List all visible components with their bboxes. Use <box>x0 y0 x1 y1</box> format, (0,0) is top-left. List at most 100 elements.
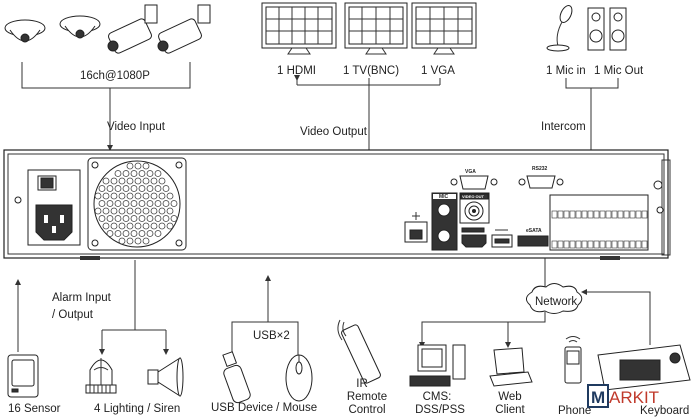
ir-label-line1: IR <box>356 378 368 390</box>
fan-hole <box>146 215 154 222</box>
terminal-screw <box>575 210 582 219</box>
fan-hole <box>122 200 130 207</box>
fan-hole <box>122 215 130 222</box>
network-cloud-icon <box>526 283 583 314</box>
video-output-label: Video Output <box>300 126 368 138</box>
vga-port-label: VGA <box>465 169 476 175</box>
fan-hole <box>138 230 146 237</box>
terminal-screw <box>605 210 612 219</box>
network-client-bracket <box>421 312 546 342</box>
terminal-screw <box>599 240 606 249</box>
fan-hole <box>106 185 114 192</box>
phone-label: Phone <box>558 405 591 417</box>
fan-hole <box>158 207 166 215</box>
video-output-bracket <box>297 78 441 86</box>
cms-label-line1: CMS: <box>423 391 452 403</box>
terminal-screw <box>557 240 564 249</box>
ir-remote-icon <box>337 319 381 384</box>
usb-bracket <box>231 321 299 355</box>
terminal-screw <box>551 210 558 219</box>
terminal-screw <box>623 210 630 219</box>
fan-hole <box>154 200 162 207</box>
fan-hole <box>166 222 174 230</box>
esata-port-label: eSATA <box>526 228 542 234</box>
mic-out-label: 1 Mic Out <box>594 65 644 77</box>
ir-label-line2: Remote <box>347 391 387 403</box>
esata-port-icon <box>517 235 549 247</box>
fan-hole <box>114 170 122 177</box>
fan-hole <box>162 200 170 207</box>
terminal-screw <box>599 210 606 219</box>
bullet-camera-icon <box>157 4 211 54</box>
fan-hole <box>146 200 154 207</box>
alarm-label-line1: Alarm Input <box>52 292 112 304</box>
fan-hole <box>102 207 110 215</box>
tv-output-label: 1 TV(BNC) <box>343 65 399 77</box>
fan-hole <box>134 162 142 170</box>
video-input-label: Video Input <box>107 121 166 133</box>
fan-hole <box>142 237 150 245</box>
fan-hole <box>110 192 118 200</box>
fan-hole <box>138 215 146 222</box>
fan-hole <box>118 222 126 230</box>
fan-hole <box>106 215 114 222</box>
sensor-label: 16 Sensor <box>8 403 61 415</box>
vga-monitor-icon <box>411 2 477 55</box>
terminal-screw <box>569 210 576 219</box>
fan-hole <box>122 230 130 237</box>
video-input-bracket <box>21 62 191 89</box>
fan-hole <box>134 237 142 245</box>
sensor-icon <box>7 354 39 398</box>
fan-hole <box>142 222 150 230</box>
fan-hole <box>134 177 142 185</box>
fan-hole <box>110 207 118 215</box>
fan-hole <box>102 192 110 200</box>
fan-hole <box>118 207 126 215</box>
fan-hole <box>170 200 178 207</box>
fan-hole <box>138 185 146 192</box>
fan-hole <box>126 192 134 200</box>
fan-hole <box>170 215 178 222</box>
terminal-screw <box>611 210 618 219</box>
fan-hole <box>146 230 154 237</box>
fan-hole <box>142 177 150 185</box>
fan-hole <box>142 162 150 170</box>
svg-text:ARKIT: ARKIT <box>609 388 659 407</box>
network-label: Network <box>535 296 577 308</box>
hdmi-monitor-icon <box>261 2 337 55</box>
terminal-screw <box>641 210 648 219</box>
terminal-screw <box>635 240 642 249</box>
fan-hole <box>114 230 122 237</box>
hdmi-port-icon <box>461 227 487 248</box>
fan-hole <box>110 222 118 230</box>
fan-hole <box>126 177 134 185</box>
fan-hole <box>114 215 122 222</box>
fan-hole <box>158 177 166 185</box>
speaker-icon <box>587 7 627 51</box>
fan-hole <box>106 230 114 237</box>
terminal-screw <box>557 210 564 219</box>
microphone-icon <box>546 5 573 52</box>
keyboard-network-line <box>581 289 651 345</box>
ptz-keyboard-icon <box>597 344 691 391</box>
siren-icon <box>147 357 184 397</box>
fan-hole <box>98 200 106 207</box>
fan-hole <box>134 192 142 200</box>
rs232-port-label: RS232 <box>532 166 548 172</box>
lighting-siren-label: 4 Lighting / Siren <box>94 403 180 415</box>
fan-hole <box>98 215 106 222</box>
dome-camera-icon <box>4 19 46 43</box>
warning-light-icon <box>85 358 117 394</box>
fan-grille-icon <box>87 157 187 251</box>
video-out-label: VIDEO OUT <box>462 194 485 199</box>
power-socket-icon <box>27 169 81 246</box>
fan-hole <box>94 192 102 200</box>
rs232-port-icon <box>518 175 564 189</box>
dome-camera-icon <box>59 15 101 39</box>
terminal-screw <box>635 210 642 219</box>
terminal-screw <box>569 240 576 249</box>
fan-hole <box>118 192 126 200</box>
terminal-screw <box>641 240 648 249</box>
fan-hole <box>138 200 146 207</box>
